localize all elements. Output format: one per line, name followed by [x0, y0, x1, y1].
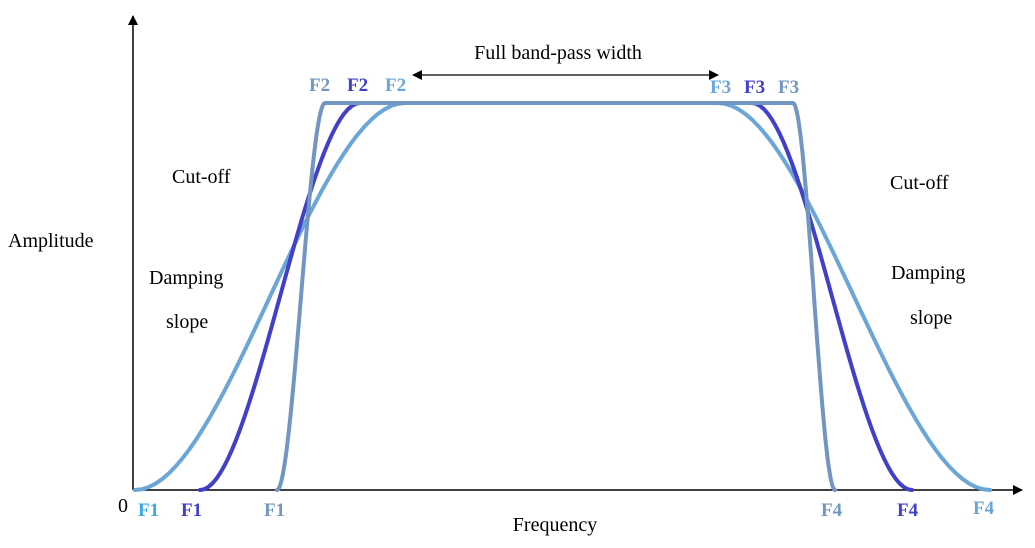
- tick-f1-medium: F1: [181, 500, 202, 521]
- tick-f2-wide: F2: [385, 75, 406, 96]
- slope-left-label: slope: [166, 311, 208, 333]
- tick-f4-medium: F4: [897, 500, 919, 521]
- tick-f3-medium: F3: [744, 77, 765, 98]
- tick-f1-wide: F1: [138, 500, 159, 521]
- tick-f4-steep: F4: [821, 500, 843, 521]
- wide-filter-curve: [133, 101, 992, 492]
- cutoff-left-label: Cut-off: [172, 166, 231, 188]
- steep-filter-curve: [275, 101, 837, 492]
- tick-f2-steep: F2: [309, 75, 330, 96]
- y-axis-label: Amplitude: [8, 230, 94, 252]
- slope-right-label: slope: [910, 307, 952, 329]
- damping-right-label: Damping: [891, 262, 965, 284]
- tick-f1-steep: F1: [264, 500, 285, 521]
- damping-left-label: Damping: [149, 267, 223, 289]
- tick-f3-steep: F3: [778, 77, 799, 98]
- origin-label: 0: [118, 495, 128, 517]
- tick-f4-wide: F4: [973, 498, 995, 519]
- tick-f3-wide: F3: [710, 77, 731, 98]
- band-width-label: Full band-pass width: [474, 42, 642, 64]
- x-axis-label: Frequency: [513, 514, 597, 536]
- cutoff-right-label: Cut-off: [890, 172, 949, 194]
- tick-f2-medium: F2: [347, 75, 368, 96]
